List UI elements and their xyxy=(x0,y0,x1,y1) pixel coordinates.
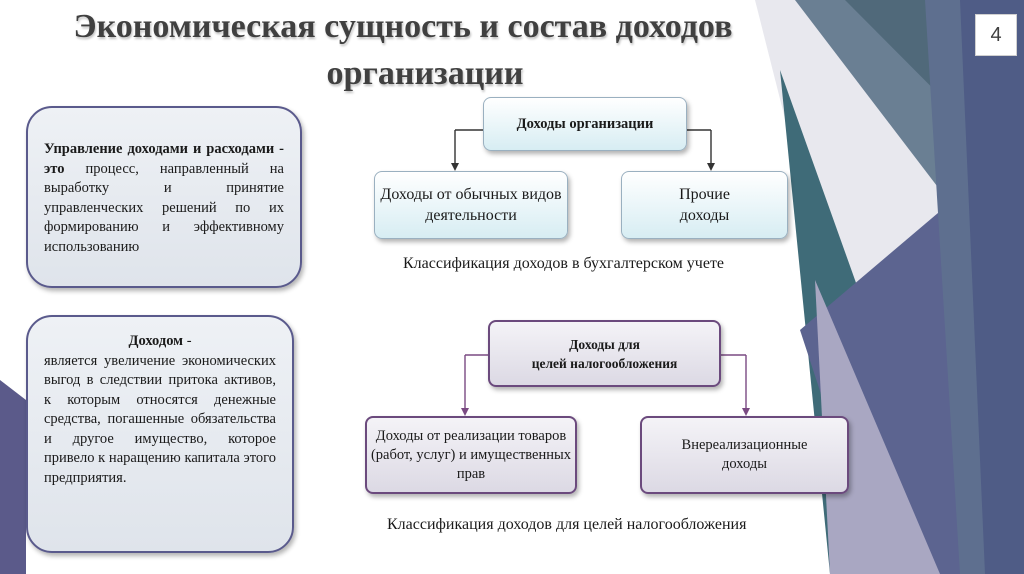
income-text: является увеличение экономических выгод … xyxy=(44,352,276,486)
node-other-income-line1: Прочие xyxy=(679,186,730,203)
page-number: 4 xyxy=(975,14,1017,56)
slide-title-line2: организации xyxy=(326,55,524,92)
node-other-income-line2: доходы xyxy=(679,207,730,224)
management-text: процесс, направленный на выработку и при… xyxy=(44,160,284,255)
slide-title: Экономическая сущность и состав доходов xyxy=(73,8,733,45)
management-definition-box: Управление доходами и расходами - это пр… xyxy=(26,106,302,288)
node-other-income: Прочие доходы xyxy=(621,171,788,239)
income-term-line: Доходом - xyxy=(44,332,276,352)
node-non-sales-income-line1: Внереализационные xyxy=(681,437,808,453)
node-sales-income: Доходы от реализации товаров (работ, усл… xyxy=(365,416,577,494)
node-non-sales-income-line2: доходы xyxy=(722,456,767,472)
node-tax-purposes-line1: Доходы для xyxy=(569,336,640,352)
income-dash: - xyxy=(183,333,192,349)
income-definition-box: Доходом - является увеличение экономичес… xyxy=(26,315,294,553)
node-non-sales-income: Внереализационные доходы xyxy=(640,416,849,494)
node-tax-purposes: Доходы для целей налогообложения xyxy=(488,320,721,387)
caption-accounting-classification: Классификация доходов в бухгалтерском уч… xyxy=(403,255,725,272)
node-tax-purposes-line2: целей налогообложения xyxy=(531,355,678,371)
node-income-organization: Доходы организации xyxy=(483,97,687,151)
node-ordinary-activities: Доходы от обычных видов деятельности xyxy=(374,171,568,239)
caption-tax-classification: Классификация доходов для целей налогооб… xyxy=(387,516,747,533)
income-term: Доходом xyxy=(128,333,184,349)
management-term: Управление доходами и расходами - это xyxy=(44,141,284,177)
